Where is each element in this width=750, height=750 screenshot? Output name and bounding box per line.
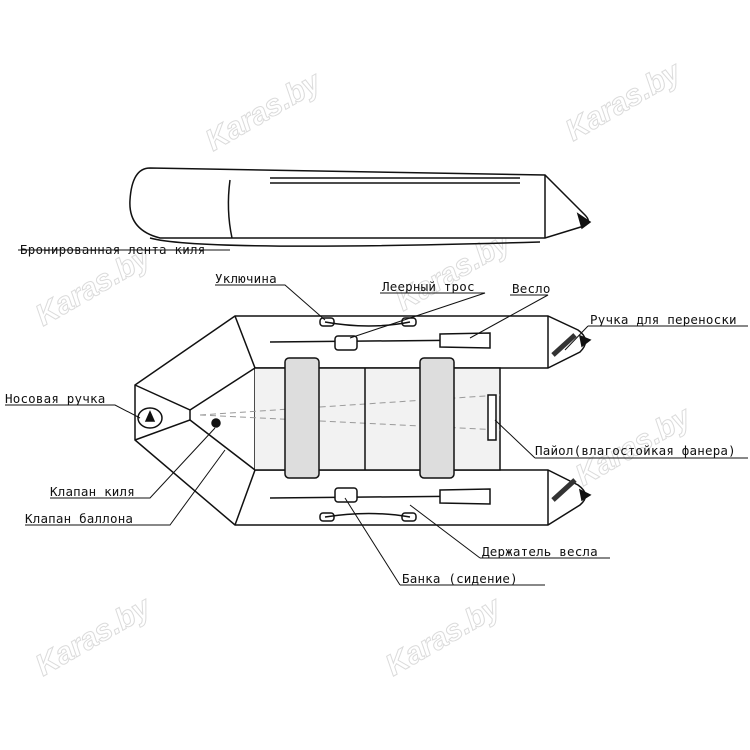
label-rope: Леерный трос — [382, 279, 475, 294]
label-floor: Пайол(влагостойкая фанера) — [535, 443, 736, 458]
label-carry-handle: Ручка для переноски — [590, 312, 737, 327]
label-keel-tape: Бронированная лента киля — [20, 242, 206, 257]
label-oar: Весло — [512, 281, 551, 296]
side-view — [18, 167, 592, 251]
label-tube-valve: Клапан баллона — [25, 511, 134, 526]
leader-lines — [5, 284, 748, 586]
label-seat: Банка (сидение) — [402, 571, 518, 586]
label-bow-handle: Носовая ручка — [5, 391, 106, 406]
label-keel-valve: Клапан киля — [50, 484, 135, 499]
label-oar-holder: Держатель весла — [482, 544, 598, 559]
top-view — [134, 315, 592, 526]
label-oarlock: Уключина — [215, 271, 277, 286]
